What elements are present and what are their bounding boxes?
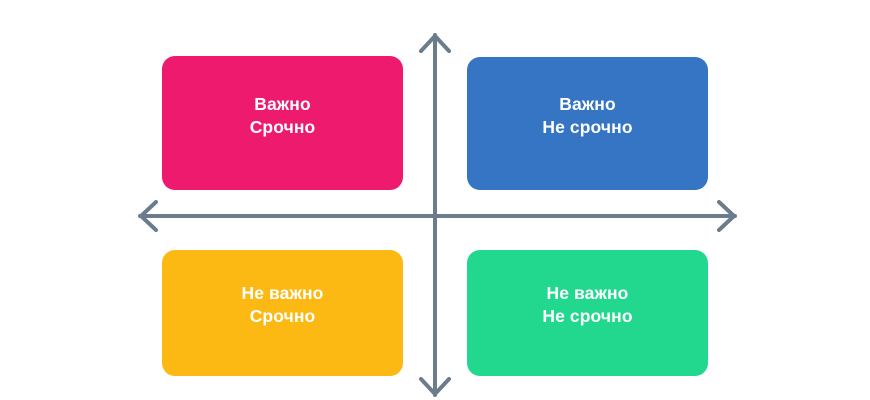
- vertical-axis-bottom-arrow-icon: [419, 377, 451, 396]
- quadrant-important-urgent-line1: Важно: [254, 94, 311, 114]
- quadrant-important-not-urgent-line1: Важно: [559, 94, 616, 114]
- quadrant-not-important-not-urgent-line2: Не срочно: [542, 306, 633, 327]
- horizontal-axis-left-arrow-icon: [139, 200, 158, 232]
- quadrant-not-important-urgent[interactable]: Не важно Срочно: [162, 250, 403, 376]
- quadrant-not-important-urgent-line1: Не важно: [241, 283, 324, 303]
- vertical-axis-top-arrow-icon: [419, 34, 451, 53]
- quadrant-important-urgent-line2: Срочно: [249, 117, 316, 138]
- horizontal-axis-right-arrow-icon: [717, 200, 736, 232]
- quadrant-important-not-urgent[interactable]: Важно Не срочно: [467, 57, 708, 190]
- quadrant-important-not-urgent-line2: Не срочно: [542, 117, 633, 138]
- quadrant-not-important-urgent-line2: Срочно: [249, 306, 316, 327]
- quadrant-not-important-not-urgent-line1: Не важно: [546, 283, 629, 303]
- quadrant-important-urgent[interactable]: Важно Срочно: [162, 56, 403, 190]
- quadrant-not-important-not-urgent[interactable]: Не важно Не срочно: [467, 250, 708, 376]
